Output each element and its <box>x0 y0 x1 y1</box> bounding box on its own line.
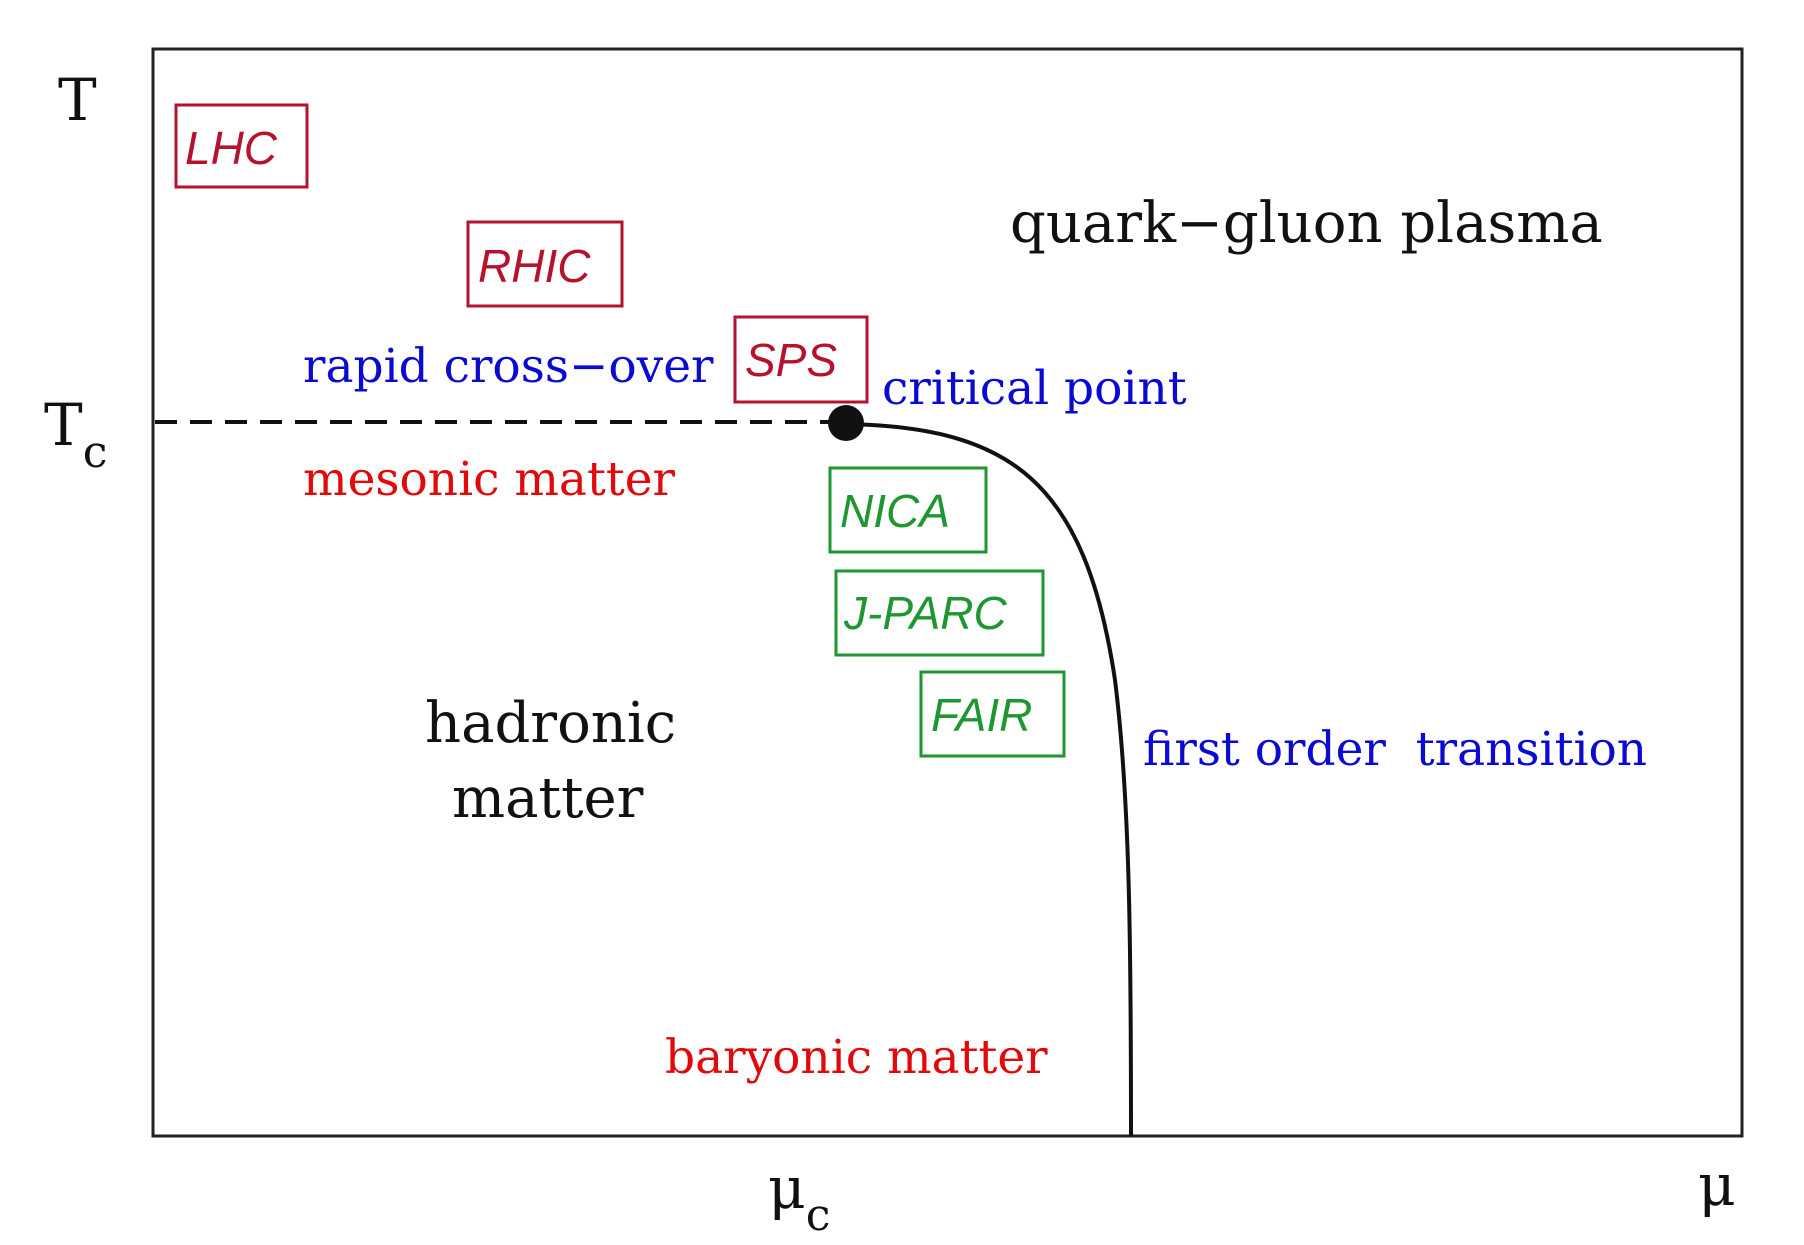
plot-frame <box>151 47 1744 1138</box>
x-tick-muc: μc <box>768 1154 830 1241</box>
facility-fair: FAIR <box>919 670 1066 758</box>
svg-text:SPS: SPS <box>745 334 837 386</box>
label-hadronic: hadronic <box>425 691 676 756</box>
label-matter: matter <box>452 766 644 831</box>
x-axis-label: μ <box>1698 1151 1736 1219</box>
label-quark-gluon-plasma: quark−gluon plasma <box>1010 191 1603 256</box>
critical-point-marker <box>828 405 864 441</box>
svg-text:NICA: NICA <box>840 485 950 537</box>
svg-text:LHC: LHC <box>185 122 278 174</box>
facility-lhc: LHC <box>174 103 309 189</box>
svg-text:FAIR: FAIR <box>931 689 1032 741</box>
first-order-transition-curve <box>847 422 1133 1137</box>
y-axis-label: T <box>58 66 97 134</box>
label-rapid-crossover: rapid cross−over <box>303 339 714 394</box>
facility-nica: NICA <box>828 466 988 554</box>
svg-text:J-PARC: J-PARC <box>843 587 1007 639</box>
facility-rhic: RHIC <box>466 220 624 308</box>
facility-j-parc: J-PARC <box>834 569 1045 657</box>
label-mesonic-matter: mesonic matter <box>303 452 676 507</box>
facility-sps: SPS <box>733 315 869 404</box>
svg-text:RHIC: RHIC <box>478 240 591 292</box>
label-baryonic-matter: baryonic matter <box>665 1030 1048 1085</box>
label-first-order-transition: first order transition <box>1143 722 1647 777</box>
y-tick-tc: Tc <box>44 391 107 478</box>
label-critical-point: critical point <box>882 361 1187 416</box>
